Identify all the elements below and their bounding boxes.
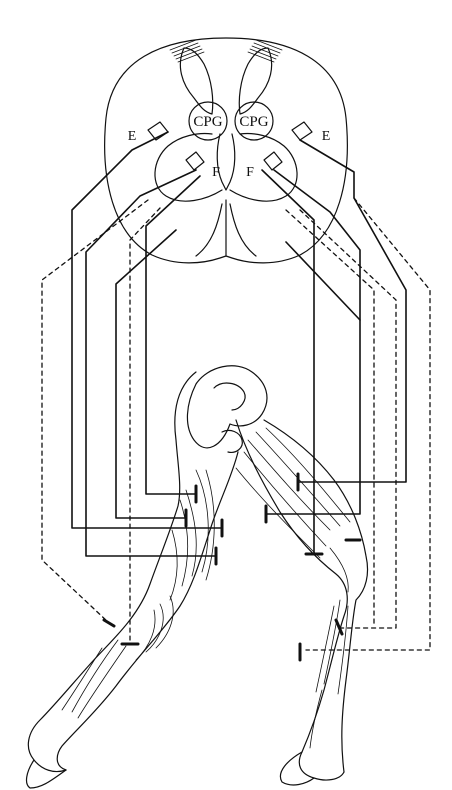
cpg-left-label: CPG — [193, 114, 222, 130]
front-heel — [280, 752, 314, 785]
front-leg-outline-back — [236, 420, 347, 780]
rear-leg-outline-front — [57, 452, 238, 770]
left-sensory-2 — [130, 208, 160, 640]
flexor-interneuron-right — [264, 152, 282, 170]
left-extensor-pathway — [72, 132, 222, 528]
motor-pathways — [72, 132, 406, 556]
ventral-lower-left — [196, 204, 222, 256]
ventral-lower-right — [230, 204, 256, 256]
terminal-bars — [104, 474, 360, 660]
flexor-interneuron-left — [186, 152, 204, 170]
front-leg-muscles — [236, 428, 350, 748]
front-leg-outline-front — [264, 420, 368, 772]
flexor-left-label: F — [212, 165, 220, 180]
pelvis — [187, 366, 267, 448]
grey-matter-left — [180, 48, 212, 114]
pelvis-detail — [214, 383, 245, 410]
ventral-fissure — [217, 134, 235, 190]
right-sensory-2 — [306, 198, 430, 650]
rear-leg-outline-back — [28, 372, 196, 772]
left-pathway-3 — [116, 230, 186, 518]
ventral-horn-right — [230, 134, 297, 202]
extensor-interneuron-right — [292, 122, 312, 140]
left-pathway-4 — [146, 176, 200, 494]
extensor-left-label: E — [128, 129, 137, 144]
rear-foot — [27, 760, 66, 788]
rear-leg-muscles — [62, 470, 214, 718]
sensory-pathways — [42, 198, 430, 650]
right-pathway-3 — [286, 242, 360, 320]
cpg-right-label: CPG — [239, 114, 268, 130]
flexor-right-label: F — [246, 165, 254, 180]
left-sensory-1 — [42, 200, 148, 622]
extensor-right-label: E — [322, 129, 331, 144]
